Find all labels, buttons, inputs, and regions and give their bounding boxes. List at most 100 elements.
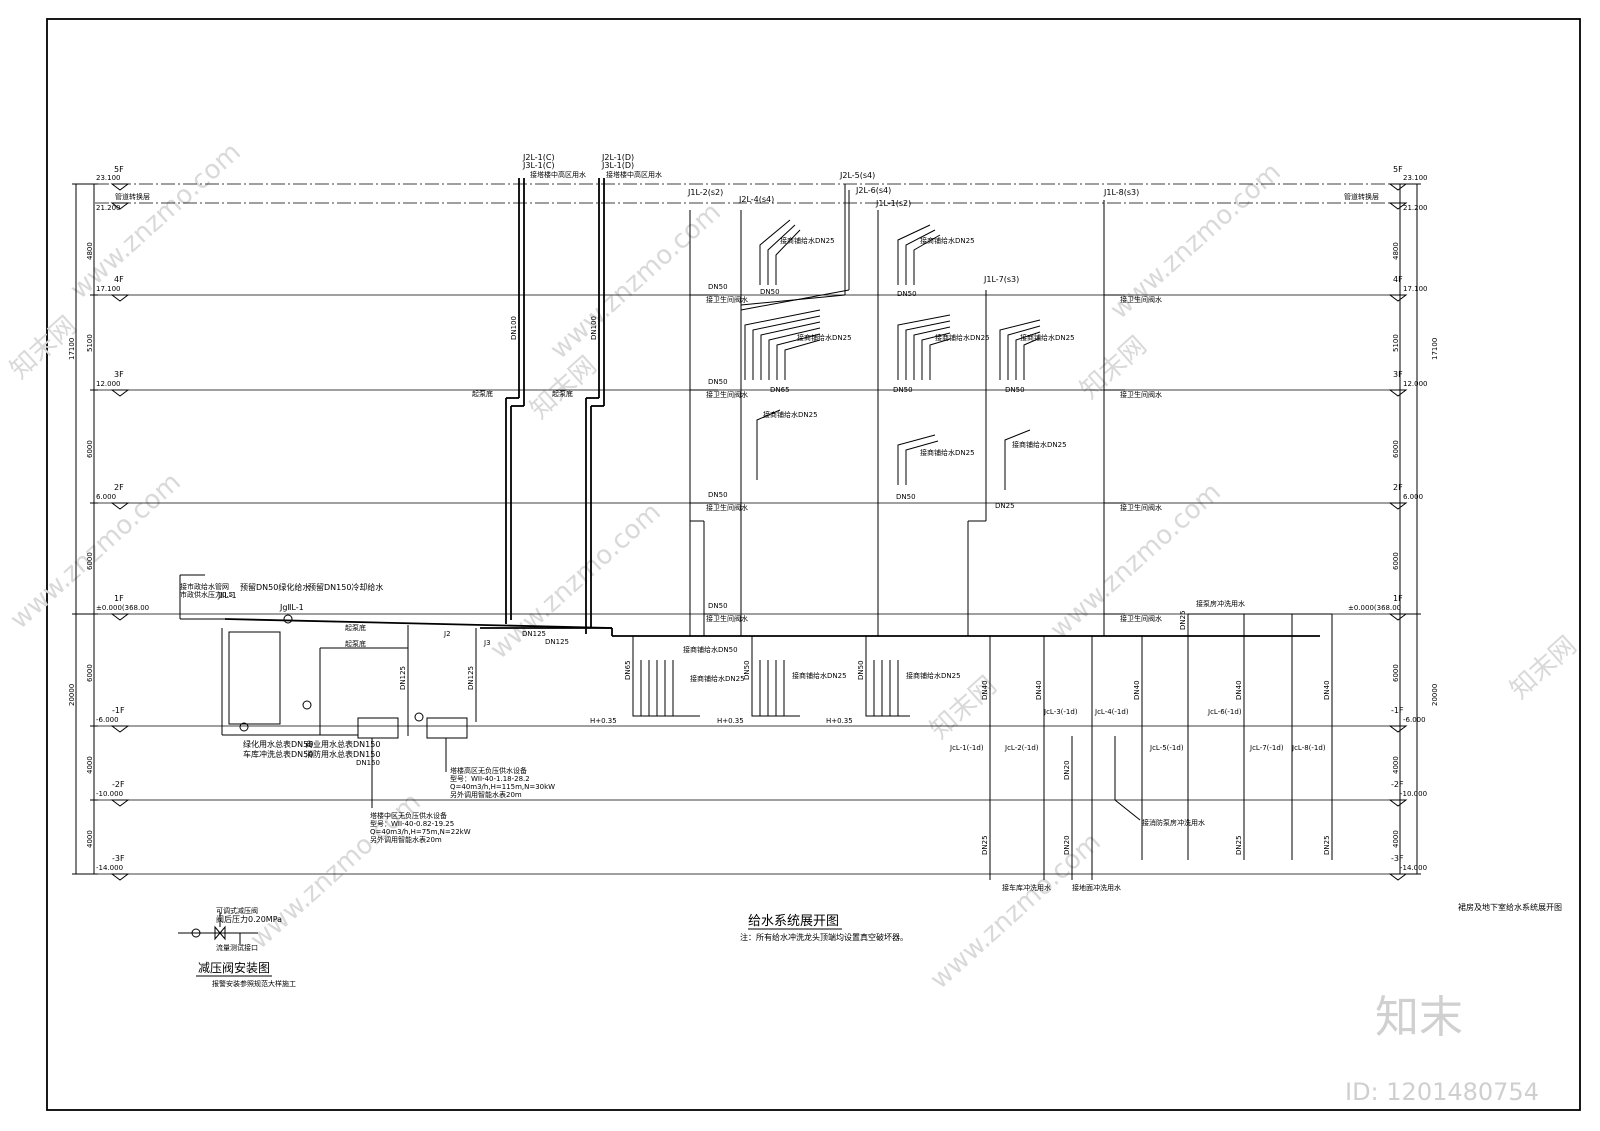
dim-left-5: 6000 xyxy=(86,664,94,682)
dim-right-6: 4000 xyxy=(1392,756,1400,774)
watermark-id: ID: 1201480754 xyxy=(1345,1078,1539,1106)
shop-label-1f-dn50: 接商铺给水DN50 xyxy=(683,645,738,654)
dim-left-4: 6000 xyxy=(86,552,94,570)
pipe-label-dn125-c: DN125 xyxy=(399,666,407,690)
dn20-label-1: DN20 xyxy=(1063,760,1071,780)
level-elev: ±0.000(368.00 xyxy=(1348,604,1401,612)
toilet-label-2f-a: 接卫生间阀水 xyxy=(706,503,748,512)
basement-riser-5: JcL-5(-1d) xyxy=(1149,744,1184,752)
watermark-brand-5: 知末网 xyxy=(1505,631,1583,705)
shop-label-b1-a: 接商铺给水DN25 xyxy=(690,674,745,683)
equip-high-title: 塔楼高区无负压供水设备 xyxy=(450,766,527,775)
equip-mid-model: 型号：WII-40-0.82-19.25 xyxy=(370,819,454,828)
dn50-label-b1: DN50 xyxy=(760,288,780,296)
pipe-label-j3: J3 xyxy=(483,639,491,647)
dn50-label-a2: DN50 xyxy=(708,378,728,386)
equip-mid-params: Q=40m3/h,H=75m,N=22kW xyxy=(370,828,471,836)
basement-riser-4: JcL-4(-1d) xyxy=(1094,708,1129,716)
shop-label-2f-c: 接商铺给水DN25 xyxy=(1012,440,1067,449)
toilet-label-1f-a: 接卫生间阀水 xyxy=(706,614,748,623)
dn50-label-a1: DN50 xyxy=(708,283,728,291)
basement-riser-1: JcL-1(-1d) xyxy=(949,744,984,752)
pipe-label-dn65-b1: DN65 xyxy=(624,660,632,680)
level-elev: -14.000 xyxy=(96,864,123,872)
level-name: -1F xyxy=(112,706,125,715)
level-b2-left: -2F -10.000 xyxy=(96,780,130,807)
level-2f-right: 2F 6.000 xyxy=(1388,483,1423,510)
level-1f-right: 1F ±0.000(368.00 xyxy=(1348,594,1408,621)
prv-label-3: 流量测试接口 xyxy=(216,943,258,952)
shop-label-2f-b: 接商铺给水DN25 xyxy=(920,448,975,457)
tank-in-label: 绿化用水总表DN50 xyxy=(243,739,313,749)
level-4f-right: 4F 17.100 xyxy=(1388,275,1428,302)
dn50-label-d1: DN50 xyxy=(1005,386,1025,394)
dn40-label-5: DN40 xyxy=(1323,680,1331,700)
level-elev: -6.000 xyxy=(96,716,119,724)
level-1f-left: 1F ±0.000(368.00 xyxy=(96,594,149,621)
level-3f-right: 3F 12.000 xyxy=(1388,370,1428,397)
pipe-dn150-label: 预留DN150冷却给水 xyxy=(308,582,383,592)
riser-label-j2l-4: J2L-4(s4) xyxy=(738,195,774,204)
level-elev: 23.100 xyxy=(1403,174,1428,182)
dn150-label-1: DN150 xyxy=(356,759,380,767)
level-name: 3F xyxy=(1393,370,1403,379)
level-name: 2F xyxy=(114,483,124,492)
level-elev: -6.000 xyxy=(1403,716,1426,724)
riser-label-j3l-1c: J3L-1(C) xyxy=(522,161,555,170)
dn25-label-e4: DN25 xyxy=(1323,835,1331,855)
level-name: 2F xyxy=(1393,483,1403,492)
riser-label-j1l-1: J1L-1(s2) xyxy=(875,199,911,208)
dn50-label-c3: DN50 xyxy=(896,493,916,501)
supply-labels: 接市政给水管网 市政供水压力0.5 JⅡL-1 JgⅡL-1 预留DN50绿化给… xyxy=(180,582,383,759)
dim-left-3: 6000 xyxy=(86,440,94,458)
level-elev: 6.000 xyxy=(96,493,116,501)
dn50-label-a3: DN50 xyxy=(708,491,728,499)
dim-right-5: 6000 xyxy=(1392,664,1400,682)
prv-title: 减压阀安装图 xyxy=(198,960,270,975)
dn25-label-d2: DN25 xyxy=(995,502,1015,510)
riser-label-j2l-5: J2L-5(s4) xyxy=(839,171,875,180)
equipment-notes: 塔楼高区无负压供水设备 型号：WII-40-1.18-28.2 Q=40m3/h… xyxy=(370,738,555,844)
level-elev: 6.000 xyxy=(1403,493,1423,501)
prv-note: 报警安装参照规范大样施工 xyxy=(212,979,296,988)
toilet-label-2f-b: 接卫生间阀水 xyxy=(1120,503,1162,512)
level-name: -2F xyxy=(1391,780,1404,789)
jl-1-label: JⅡL-1 xyxy=(217,591,237,600)
pipe-label-dn125-a: DN125 xyxy=(522,630,546,638)
level-name: 1F xyxy=(114,594,124,603)
dim-left-2: 5100 xyxy=(86,334,94,352)
level-name: 3F xyxy=(114,370,124,379)
basement-shop-branches: 接商铺给水DN25 接商铺给水DN25 接商铺给水DN25 接商铺给水DN50 … xyxy=(590,636,961,725)
level-name: -1F xyxy=(1391,706,1404,715)
basement-riser-7: JcL-7(-1d) xyxy=(1249,744,1284,752)
riser-label-j1l-8: J1L-8(s3) xyxy=(1103,188,1139,197)
dn25-label-e2: DN25 xyxy=(1179,610,1187,630)
pump-set-high xyxy=(426,717,468,739)
dn40-label-1: DN40 xyxy=(981,680,989,700)
riser-label-j3l-1d: J3L-1(D) xyxy=(601,161,634,170)
watermark-logo: 知末 xyxy=(1375,992,1463,1043)
main-supply-lines xyxy=(179,574,1320,637)
dn40-label-3: DN40 xyxy=(1133,680,1141,700)
right-level-markers: 5F 23.100 管道转换层 21.200 4F 17.100 3F 12.0… xyxy=(1344,165,1428,881)
dn50-label-a4: DN50 xyxy=(708,602,728,610)
dim-total-lower-left: 20000 xyxy=(68,684,76,706)
garage-wash-1: 接地面冲洗用水 xyxy=(1072,883,1121,892)
watermark-site-1: www.znzmo.com xyxy=(65,137,247,305)
shop-label-b1-b: 接商铺给水DN25 xyxy=(792,671,847,680)
level-elev: 23.100 xyxy=(96,174,121,182)
dim-right-3: 6000 xyxy=(1392,440,1400,458)
meter2-label: 消防用水总表DN150 xyxy=(305,749,380,759)
fixture-exhaust-4: 起泵底 xyxy=(345,639,366,648)
drawing-note: 注：所有给水冲洗龙头顶端均设置真空破坏器。 xyxy=(740,932,908,942)
height-b: H+0.35 xyxy=(717,717,744,725)
level-5f-left: 5F 23.100 xyxy=(96,165,130,191)
drawing-frame xyxy=(46,18,1581,1111)
height-c: H+0.35 xyxy=(826,717,853,725)
city-note-label: 市政供水压力0.5 xyxy=(180,590,233,599)
fixture-exhaust-2: 起泵底 xyxy=(552,389,573,398)
level-elev: 17.100 xyxy=(1403,285,1428,293)
side-title: 裙房及地下室给水系统展开图 xyxy=(1458,902,1562,912)
equip-high-note: 另外调用智能水表20m xyxy=(450,790,522,799)
